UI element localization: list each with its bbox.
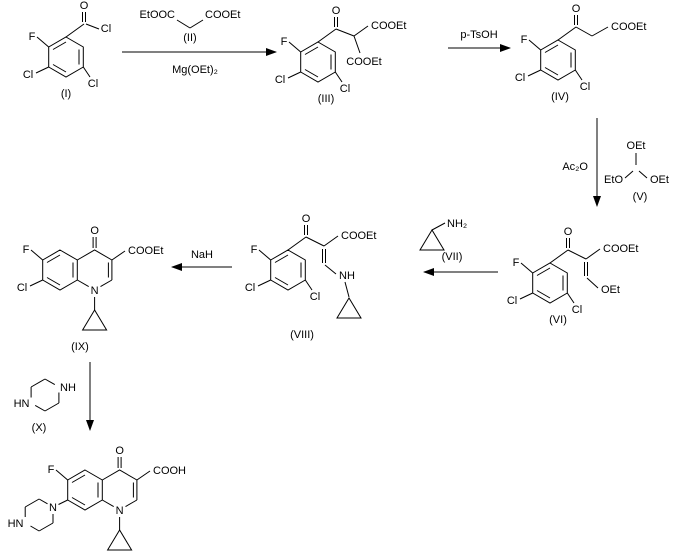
acid-label: COOH [153, 465, 186, 477]
cyclopropyl-ring [419, 229, 445, 251]
atom-label-Cl: Cl [580, 81, 590, 93]
atom-label-O: O [572, 3, 581, 15]
ester-label: COOEt [371, 20, 406, 32]
atom-label-Cl: Cl [310, 291, 320, 303]
ester-label: COOEt [603, 243, 638, 255]
benzene-ring [67, 469, 103, 511]
atom-label-Cl: Cl [23, 69, 33, 81]
atom-label-O: O [90, 225, 99, 237]
atom-label-Cl: Cl [515, 72, 525, 84]
atom-label-O: O [302, 213, 311, 225]
benzene-ring [540, 39, 576, 81]
atom-label-F: F [23, 244, 30, 256]
step-1: EtOOC COOEt (II) Mg(OEt)₂ [122, 9, 277, 76]
benzene-ring [42, 249, 78, 291]
compound-VI-label: (VI) [549, 314, 567, 326]
compound-product: N O COOH F N HN [8, 445, 186, 551]
atom-label-O: O [332, 5, 341, 17]
piperazinyl-group: N HN [8, 498, 68, 532]
amine-label: HN [14, 398, 30, 410]
compound-II: EtOOC COOEt (II) [140, 9, 241, 44]
compound-VIII: F Cl Cl O COOEt NH (VIII) [245, 213, 377, 341]
amine-label: NH [339, 270, 355, 282]
atom-label-Cl: Cl [17, 282, 27, 294]
atom-label-O: O [564, 226, 573, 238]
reagent-nah: NaH [191, 249, 213, 261]
compound-III-label: (III) [318, 93, 335, 105]
reagent-ac2o: Ac₂O [562, 161, 588, 173]
amine-label: NH [60, 382, 76, 394]
atom-label-Cl: Cl [101, 23, 111, 35]
compound-IX-label: (IX) [71, 341, 89, 353]
compound-II-label: (II) [183, 32, 196, 44]
atom-label-Cl: Cl [88, 78, 98, 90]
compound-V: OEt EtO OEt (V) [604, 140, 669, 203]
atom-label-F: F [513, 257, 520, 269]
benzene-ring [300, 41, 336, 83]
atom-label-Cl: Cl [340, 83, 350, 95]
compound-IV-label: (IV) [551, 91, 569, 103]
compound-I: F Cl Cl O Cl (I) [23, 0, 111, 100]
step-6: NH HN (X) [14, 362, 94, 434]
step-5: NaH [171, 249, 232, 271]
ester-label: EtOOC [140, 9, 176, 21]
ester-label: COOEt [341, 230, 376, 242]
ester-label: COOEt [128, 245, 163, 257]
compound-VIII-label: (VIII) [290, 329, 314, 341]
compound-III: F Cl Cl O COOEt COOEt (III) [275, 5, 407, 105]
ester-label: COOEt [205, 9, 240, 21]
compound-V-label: (V) [633, 191, 648, 203]
atom-label-N: N [91, 285, 99, 297]
atom-label-Cl: Cl [507, 295, 517, 307]
compound-I-label: (I) [61, 88, 71, 100]
cyclopropyl-ring [106, 529, 133, 551]
atom-label-Cl: Cl [572, 304, 582, 316]
atom-label-N: N [49, 502, 57, 514]
compound-X-label: (X) [32, 422, 47, 434]
step-3: Ac₂O OEt EtO OEt (V) [562, 118, 669, 207]
atom-label-Cl: Cl [275, 74, 285, 86]
atom-label-N: N [116, 505, 124, 517]
atom-label-F: F [281, 36, 288, 48]
ester-label: COOEt [346, 56, 381, 68]
atom-label-O: O [80, 0, 89, 12]
eto-label: EtO [604, 174, 623, 186]
compound-IX: N O COOEt F Cl (IX) [17, 225, 164, 353]
cyclopropyl-ring [336, 297, 362, 319]
compound-VII-label: (VII) [442, 251, 463, 263]
compound-VI: F Cl Cl O COOEt OEt (VI) [507, 226, 639, 326]
reagent-ptsoh: p-TsOH [460, 29, 497, 41]
step-4: NH₂ (VII) [419, 218, 498, 276]
atom-label-Cl: Cl [245, 282, 255, 294]
step-2: p-TsOH [448, 29, 511, 52]
oet-label: OEt [601, 284, 620, 296]
amine-label: NH₂ [447, 218, 467, 230]
ester-label: COOEt [611, 21, 646, 33]
amine-label: HN [8, 518, 24, 530]
atom-label-F: F [29, 31, 36, 43]
benzene-ring [48, 36, 84, 78]
compound-IV: F Cl Cl O COOEt (IV) [515, 3, 647, 103]
atom-label-F: F [48, 464, 55, 476]
compound-X: NH HN (X) [14, 378, 76, 434]
atom-label-F: F [251, 244, 258, 256]
cyclopropyl-ring [81, 309, 108, 331]
benzene-ring [270, 249, 306, 291]
oet-label: OEt [627, 140, 646, 152]
benzene-ring [532, 262, 568, 304]
atom-label-F: F [521, 34, 528, 46]
compound-VII: NH₂ (VII) [419, 218, 467, 263]
reagent-mg-oet2: Mg(OEt)₂ [172, 64, 218, 76]
oet-label: OEt [650, 174, 669, 186]
atom-label-O: O [115, 445, 124, 457]
